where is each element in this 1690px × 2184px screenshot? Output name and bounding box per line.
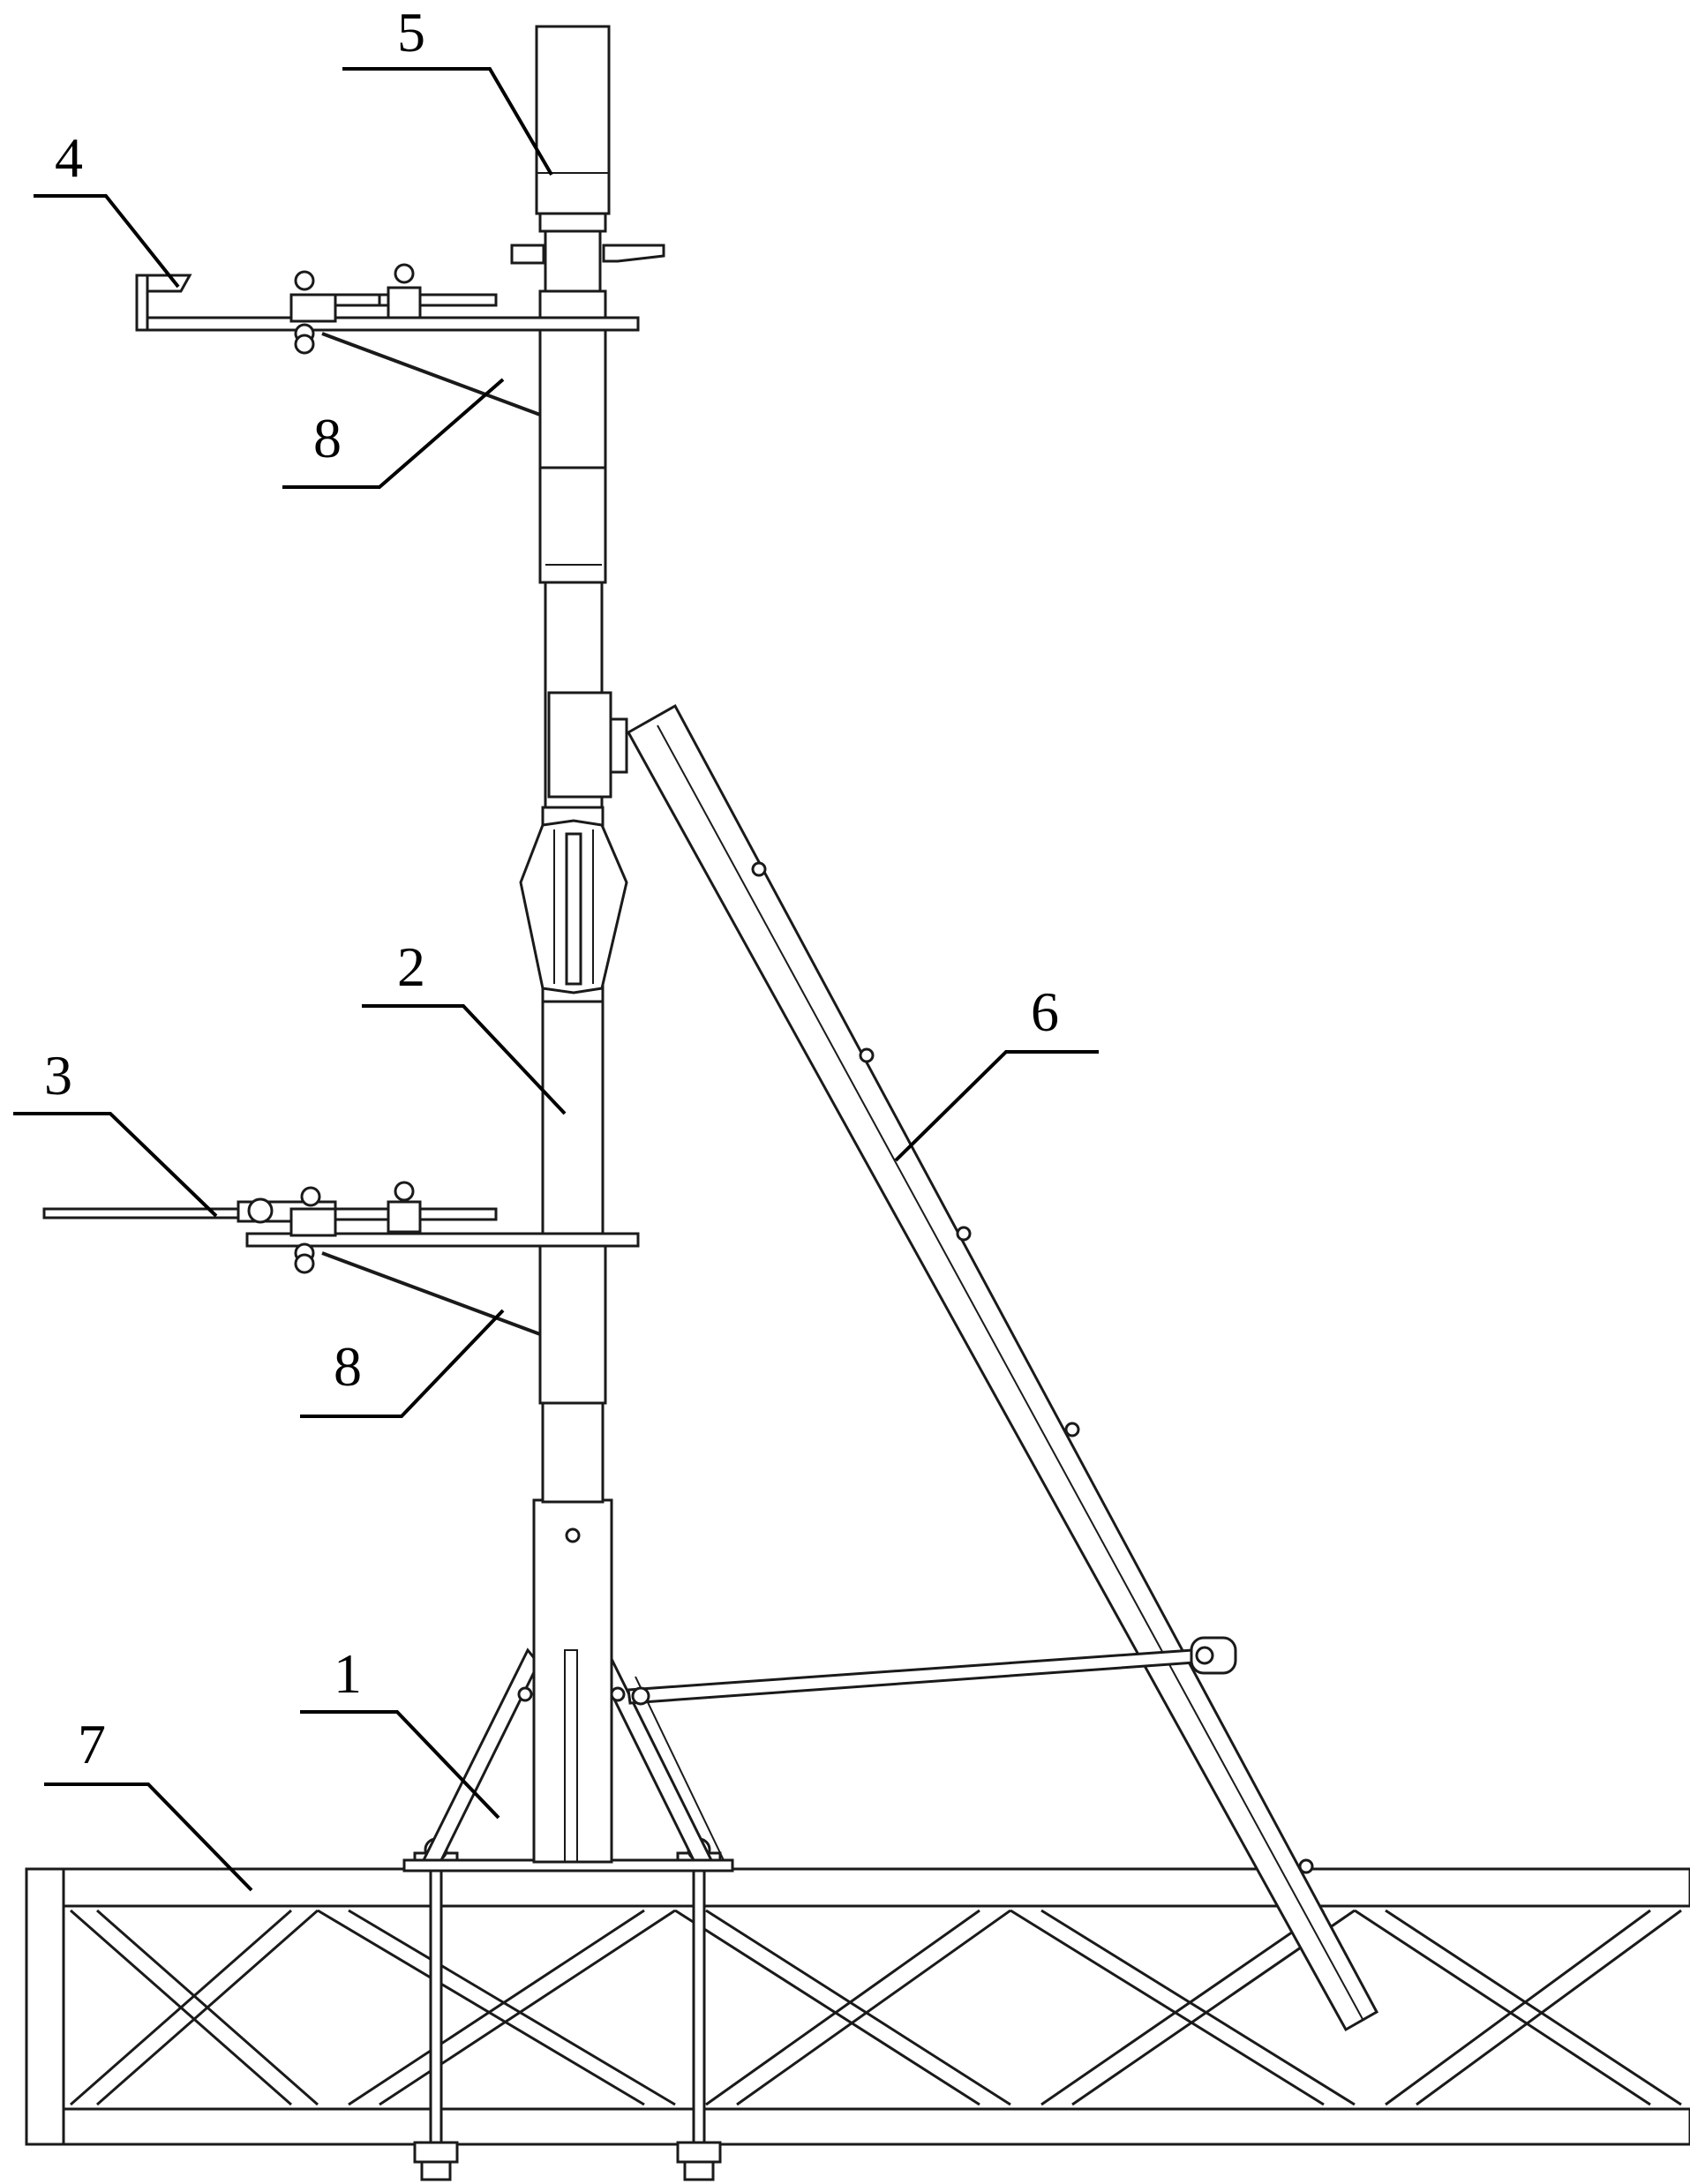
leader-6 [894, 1050, 1099, 1162]
truss-end-post [25, 1867, 65, 2146]
truss-bottom-chord [25, 2107, 1690, 2146]
lower-arm-plate [245, 1232, 640, 1248]
top-cap-body [535, 25, 611, 215]
label-part-2: 2 [397, 935, 425, 998]
label-part-1: 1 [334, 1642, 362, 1705]
base-gusset-right [595, 1647, 714, 1862]
mast-base-bracket [402, 1498, 734, 1873]
mast-top-cap [510, 25, 665, 265]
lower-arm-brace [321, 1251, 541, 1336]
lower-cross-arm [42, 1181, 640, 1336]
base-slot [564, 1649, 578, 1863]
upper-cross-arm [135, 263, 640, 417]
upper-arm-brace [321, 332, 541, 417]
label-part-7: 7 [78, 1713, 106, 1775]
diagonal-strut [626, 703, 1379, 2032]
leader-8-upper [282, 378, 505, 489]
leader-1 [300, 1710, 500, 1820]
tie-rod [627, 1636, 1237, 1706]
strut-body [626, 703, 1379, 2032]
label-part-8-lower: 8 [334, 1335, 362, 1398]
mast-lower-collar [538, 1234, 607, 1405]
mast-upper-joint [538, 466, 607, 584]
truss-top-chord [25, 1867, 1690, 1908]
lower-arm-extension [42, 1207, 249, 1220]
leader-4 [34, 194, 180, 289]
leader-8-lower [300, 1309, 505, 1418]
label-part-8-upper: 8 [313, 407, 342, 469]
label-part-5: 5 [397, 1, 425, 64]
mast-section-middle-lower [541, 1000, 605, 1237]
base-sleeve [532, 1498, 613, 1864]
leader-5 [342, 67, 553, 176]
truss-lattice [70, 1909, 1682, 2106]
mast-turnbuckle [519, 819, 628, 994]
truss-beam [25, 1867, 1690, 2146]
label-part-3: 3 [44, 1044, 72, 1107]
upper-arm-plate [135, 316, 640, 332]
leader-2 [362, 1004, 567, 1115]
clamp-hook [146, 274, 192, 293]
leader-3 [13, 1112, 218, 1218]
leader-lines [13, 67, 1099, 1892]
label-part-4: 4 [55, 126, 83, 189]
label-part-6: 6 [1031, 980, 1059, 1043]
mast-section-lower [541, 1401, 605, 1504]
leader-7 [44, 1782, 253, 1892]
